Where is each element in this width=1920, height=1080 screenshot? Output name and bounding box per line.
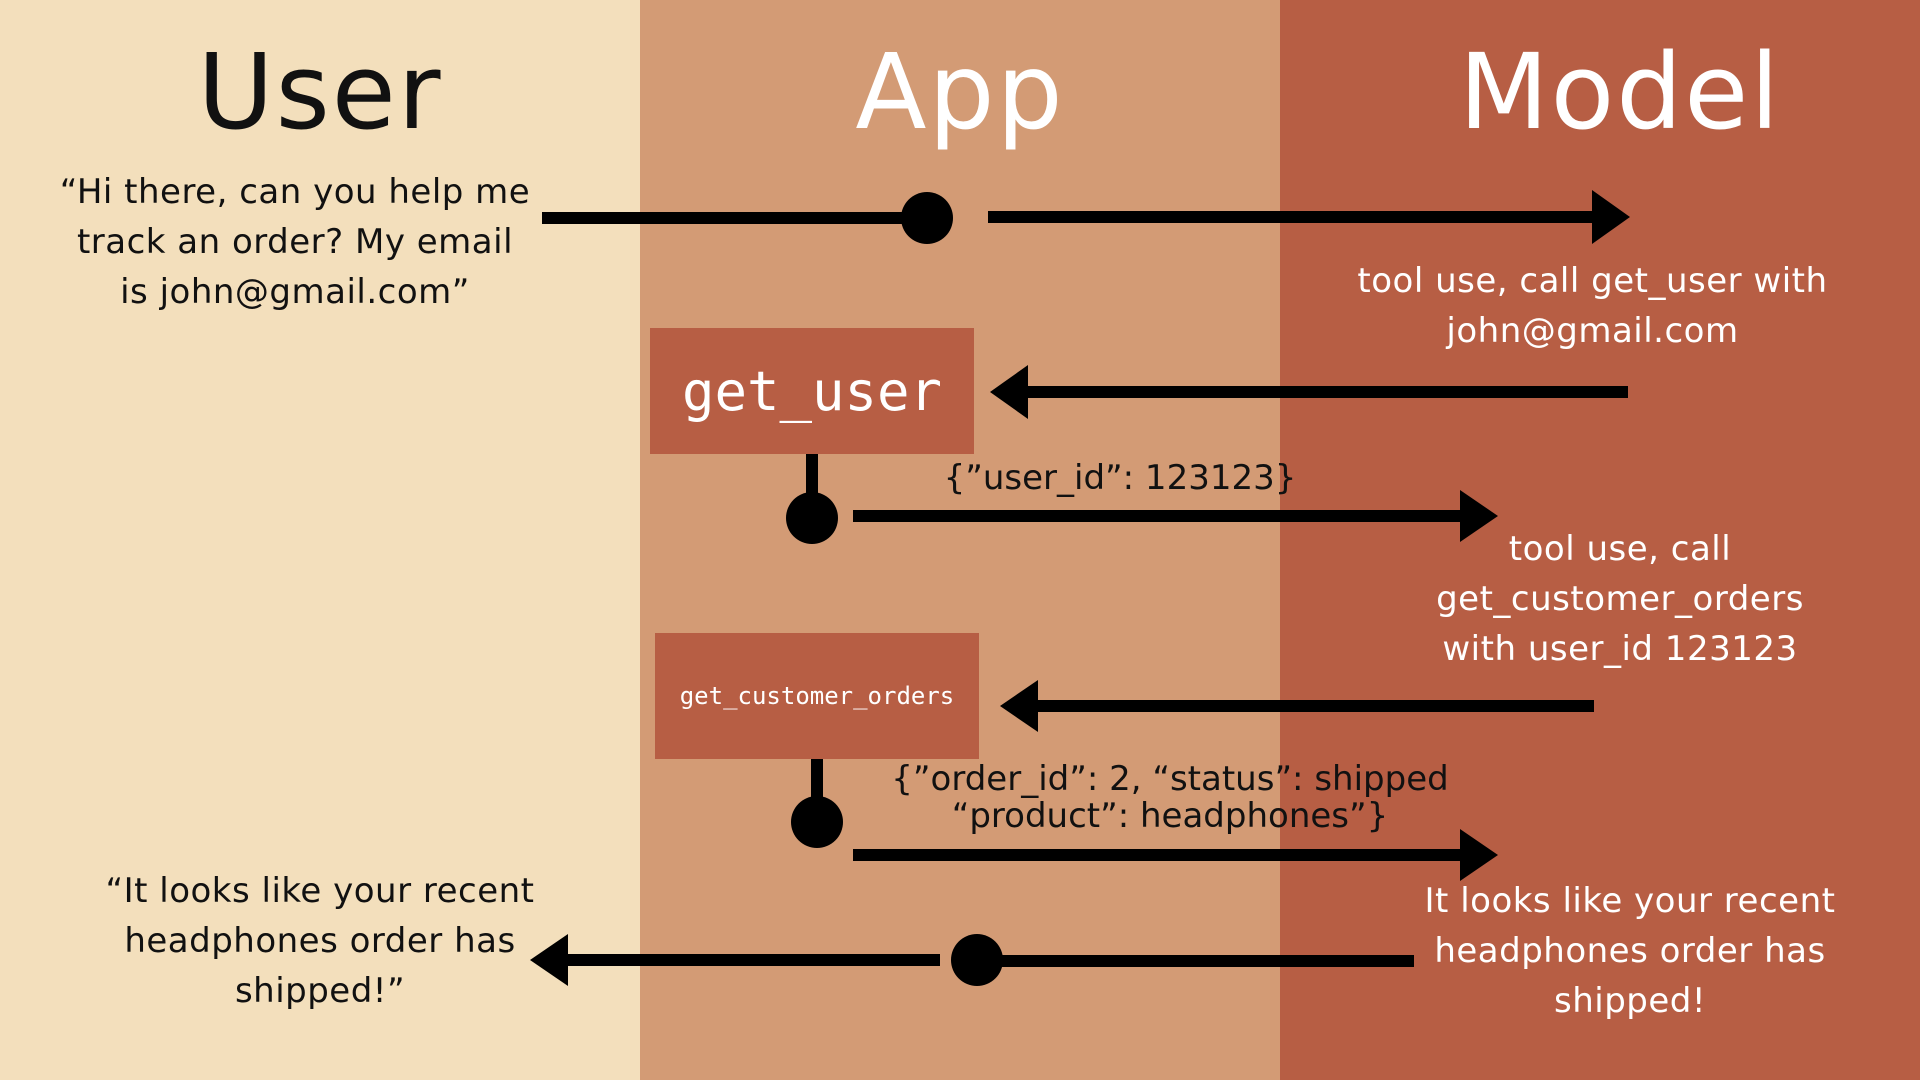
orders-result-dot xyxy=(791,796,843,848)
orders-to-model-arrowhead xyxy=(1460,829,1498,881)
get-customer-orders-function-box: get_customer_orders xyxy=(655,633,979,759)
user-request-text: “Hi there, can you help me track an orde… xyxy=(59,172,531,312)
model-reply-text: It looks like your recent headphones ord… xyxy=(1424,881,1836,1021)
model-tool-call-2-text: tool use, call get_customer_orders with … xyxy=(1436,529,1804,669)
user-lookup-result: {”user_id”: 123123} xyxy=(943,458,1297,498)
user-header: User xyxy=(197,31,443,153)
user-reply-text: “It looks like your recent headphones or… xyxy=(105,871,535,1011)
app-header: App xyxy=(855,31,1065,153)
get-user-function-box: get_user xyxy=(650,328,974,454)
get-customer-orders-label: get_customer_orders xyxy=(679,682,955,710)
reply-dot xyxy=(951,934,1003,986)
user-request-dot xyxy=(901,192,953,244)
model-column xyxy=(1280,0,1920,1080)
app-to-model-arrowhead xyxy=(1592,190,1630,244)
model-to-orders-arrowhead xyxy=(1000,680,1038,732)
app-to-user-arrowhead xyxy=(530,934,568,986)
user-id-to-model-arrowhead xyxy=(1460,490,1498,542)
model-to-get-user-arrowhead xyxy=(990,365,1028,419)
get-user-result-dot xyxy=(786,492,838,544)
get-user-label: get_user xyxy=(681,359,943,423)
model-header: Model xyxy=(1458,31,1782,153)
model-tool-call-1-text: tool use, call get_user with john@gmail.… xyxy=(1357,261,1828,351)
orders-lookup-result: {”order_id”: 2, “status”: shipped “produ… xyxy=(891,759,1449,836)
app-column xyxy=(640,0,1280,1080)
user-column xyxy=(0,0,640,1080)
